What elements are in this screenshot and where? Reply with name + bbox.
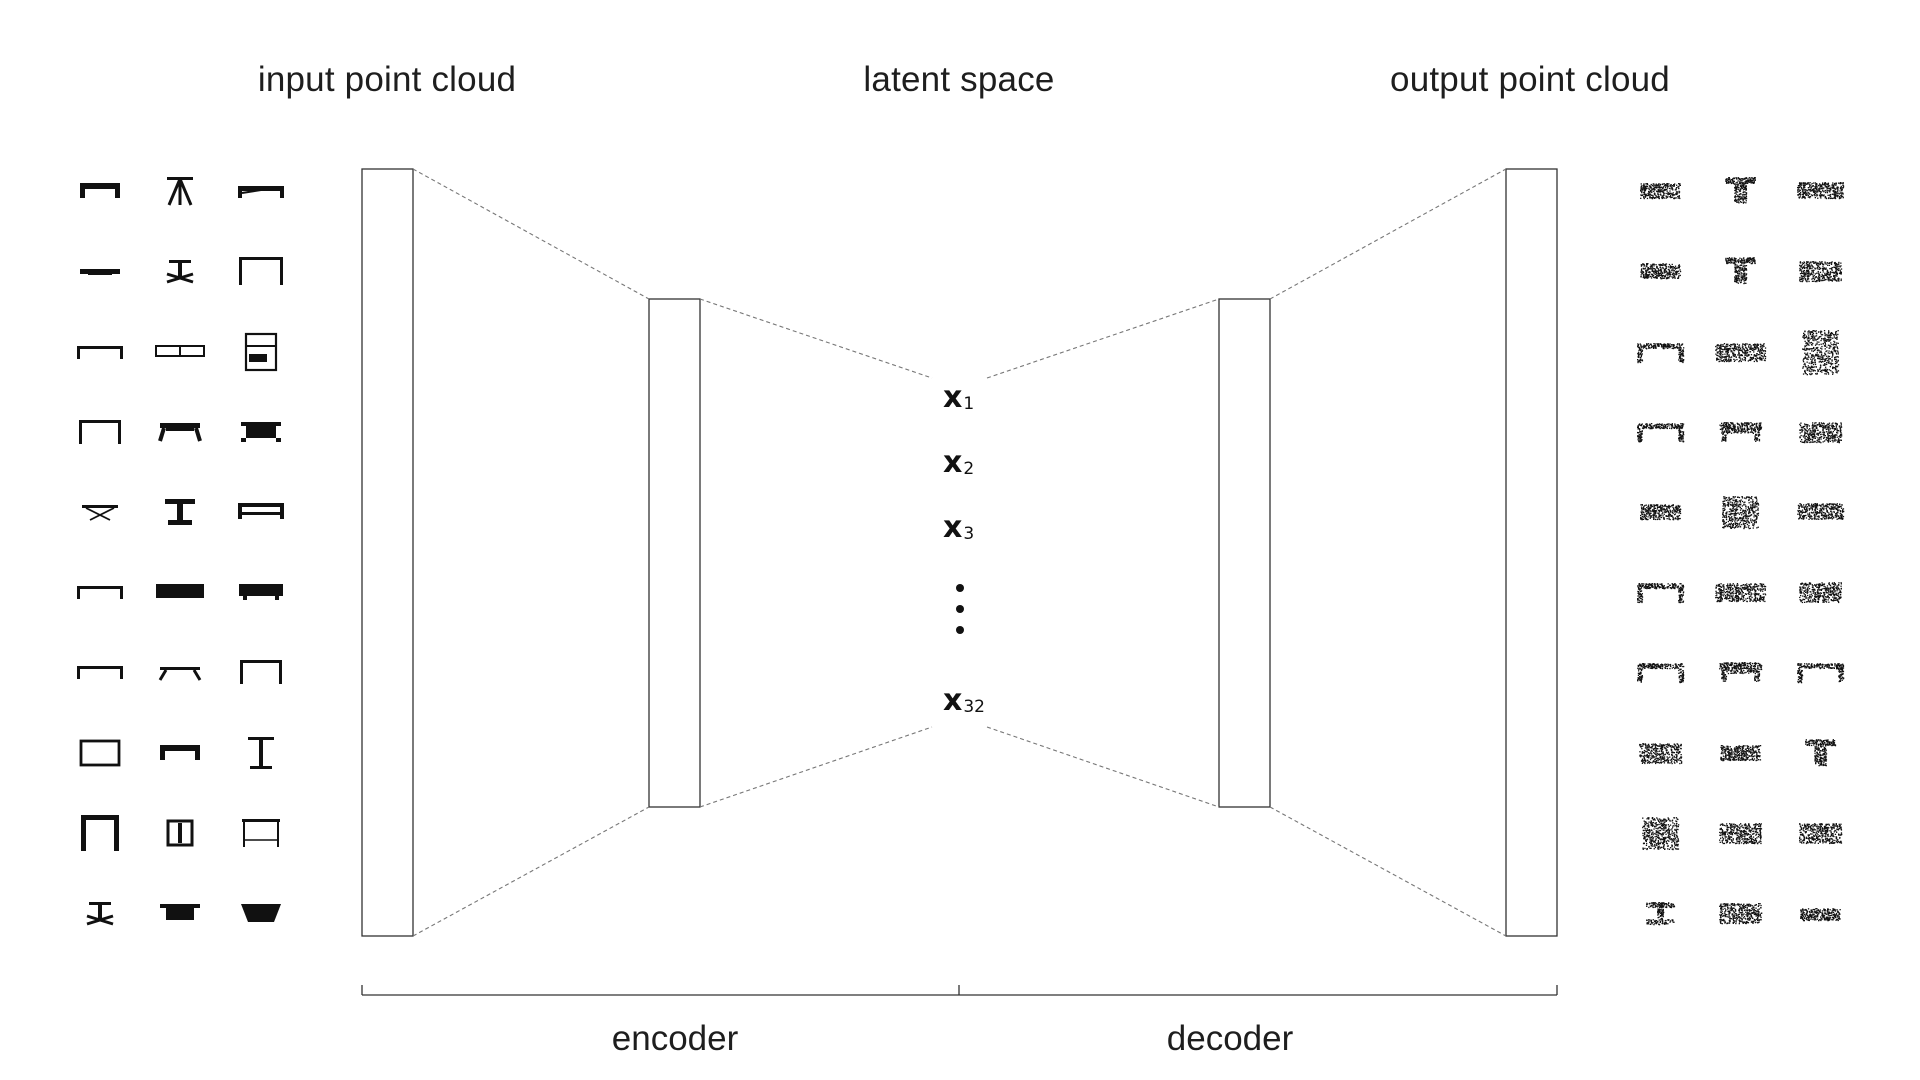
connector-lines	[412, 168, 1507, 937]
input-table-cabinet-thumbnail	[244, 332, 278, 372]
input-table-frame-square-thumbnail	[79, 420, 121, 444]
output-noisy-pedestal-thumbnail	[1725, 177, 1756, 204]
latent-variable-x1: x1	[943, 380, 975, 415]
latent-variable-x32: x32	[943, 683, 985, 718]
output-noisy-pedestal-thumbnail	[1805, 739, 1837, 767]
output-noisy-block-thumbnail	[1799, 582, 1842, 604]
input-table-dense-block-thumbnail	[239, 584, 283, 600]
output-noisy-pedestal-thumbnail	[1725, 257, 1756, 285]
input-table-frame-wide-thumbnail	[77, 666, 123, 679]
output-noisy-block-thumbnail	[1799, 823, 1843, 845]
input-table-pedestal-cross-thumbnail	[166, 260, 194, 284]
latent-space-heading: latent space	[863, 60, 1055, 99]
input-table-crossed-legs-thumbnail	[82, 505, 118, 521]
output-noisy-frame-thumbnail	[1637, 423, 1685, 443]
output-noisy-block-thumbnail	[1799, 261, 1843, 283]
output-noisy-slab-thumbnail	[1720, 745, 1762, 762]
input-table-splayed-thumbnail	[158, 667, 202, 681]
input-table-i-pedestal-thumbnail	[165, 499, 195, 525]
input-table-bowl-thumbnail	[160, 904, 200, 920]
latent-variable-x3: x3	[943, 510, 975, 545]
input-table-boxy-open-thumbnail	[238, 503, 284, 519]
output-noisy-frame-thumbnail	[1637, 663, 1685, 684]
output-noisy-frame-thumbnail	[1637, 583, 1685, 604]
output-noisy-pedestal-cross-thumbnail	[1646, 902, 1676, 926]
input-table-box-outline-thumbnail	[79, 739, 121, 767]
latent-variable-x2: x2	[943, 445, 975, 480]
connector-line	[986, 726, 1220, 808]
input-table-split-top-thumbnail	[155, 345, 205, 357]
input-table-bench-thumbnail	[160, 745, 200, 760]
input-table-low-slab-thumbnail	[80, 269, 120, 275]
output-point-cloud-heading: output point cloud	[1390, 60, 1670, 99]
output-noisy-cabinet-thumbnail	[1802, 330, 1840, 376]
decoder-label: decoder	[1166, 1019, 1294, 1058]
input-table-frame-square-thumbnail	[240, 660, 282, 684]
input-table-frame-wide-thumbnail	[77, 586, 123, 599]
input-table-trestle-thumbnail	[158, 423, 202, 442]
input-table-outline-tall-thumbnail	[242, 819, 280, 847]
decoder-layer-2	[1505, 168, 1558, 937]
input-table-bench-thumbnail	[80, 183, 120, 198]
input-table-t-pedestal-thumbnail	[248, 737, 274, 769]
connector-line	[412, 168, 650, 300]
output-noisy-slab-thumbnail	[1640, 263, 1682, 280]
output-noisy-block-wide-thumbnail	[1715, 583, 1767, 603]
output-noisy-block-thumbnail	[1719, 903, 1763, 925]
output-noisy-frame-thumbnail	[1637, 343, 1685, 364]
encoder-layer-1	[361, 168, 414, 937]
input-table-round-inset-thumbnail	[166, 819, 194, 847]
output-noisy-slab-thumbnail	[1640, 183, 1681, 200]
output-noisy-block-wide-thumbnail	[1715, 343, 1767, 363]
output-noisy-block-tall-thumbnail	[1642, 817, 1680, 851]
output-noisy-slab-thumbnail	[1640, 504, 1682, 521]
input-table-frame-wide-thumbnail	[77, 346, 123, 359]
input-table-boxy-dark-thumbnail	[241, 422, 281, 442]
encoder-label: encoder	[611, 1019, 739, 1058]
input-point-cloud-grid	[77, 177, 284, 926]
connector-line	[1269, 168, 1507, 300]
output-noisy-slab-wide-thumbnail	[1797, 503, 1845, 520]
input-table-pedestal-cross-thumbnail	[86, 902, 114, 926]
output-noisy-trestle-thumbnail	[1719, 422, 1763, 442]
input-table-bowl-flared-thumbnail	[241, 904, 281, 922]
connector-line	[699, 298, 933, 379]
connector-line	[412, 806, 650, 937]
output-noisy-block-thumbnail	[1719, 823, 1763, 845]
output-point-cloud-grid	[1637, 177, 1845, 926]
input-table-long-flat-thumbnail	[238, 186, 284, 198]
output-noisy-block-thumbnail	[1799, 422, 1843, 444]
connector-line	[986, 298, 1220, 379]
input-table-frame-heavy-thumbnail	[81, 815, 119, 851]
encoder-layer-2	[648, 298, 701, 808]
output-noisy-trestle-thumbnail	[1719, 662, 1763, 682]
output-noisy-block-tall-thumbnail	[1722, 496, 1760, 530]
output-noisy-slab-wide-thumbnail	[1797, 182, 1845, 200]
output-noisy-slab-low-thumbnail	[1800, 908, 1841, 922]
input-table-frame-tall-thumbnail	[239, 257, 283, 285]
encoder-decoder-bracket	[361, 985, 1558, 996]
connector-line	[1269, 806, 1507, 937]
output-noisy-block-thumbnail	[1639, 743, 1683, 765]
input-point-cloud-heading: input point cloud	[257, 60, 517, 99]
connector-line	[699, 726, 933, 808]
input-table-tripod-thumbnail	[167, 177, 193, 206]
decoder-layer-1	[1218, 298, 1271, 808]
input-table-dense-slab-thumbnail	[156, 584, 204, 598]
output-noisy-frame-thumbnail	[1797, 663, 1845, 684]
